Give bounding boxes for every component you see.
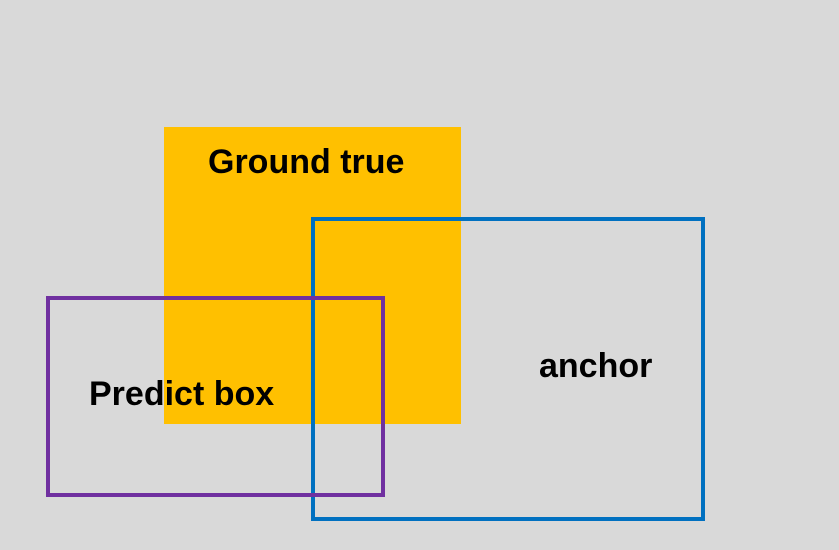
predict-box-label: Predict box bbox=[89, 375, 275, 413]
anchor-label: anchor bbox=[539, 347, 653, 385]
anchor-box bbox=[311, 217, 705, 521]
ground-truth-label: Ground true bbox=[208, 143, 405, 181]
predict-box bbox=[46, 296, 385, 497]
